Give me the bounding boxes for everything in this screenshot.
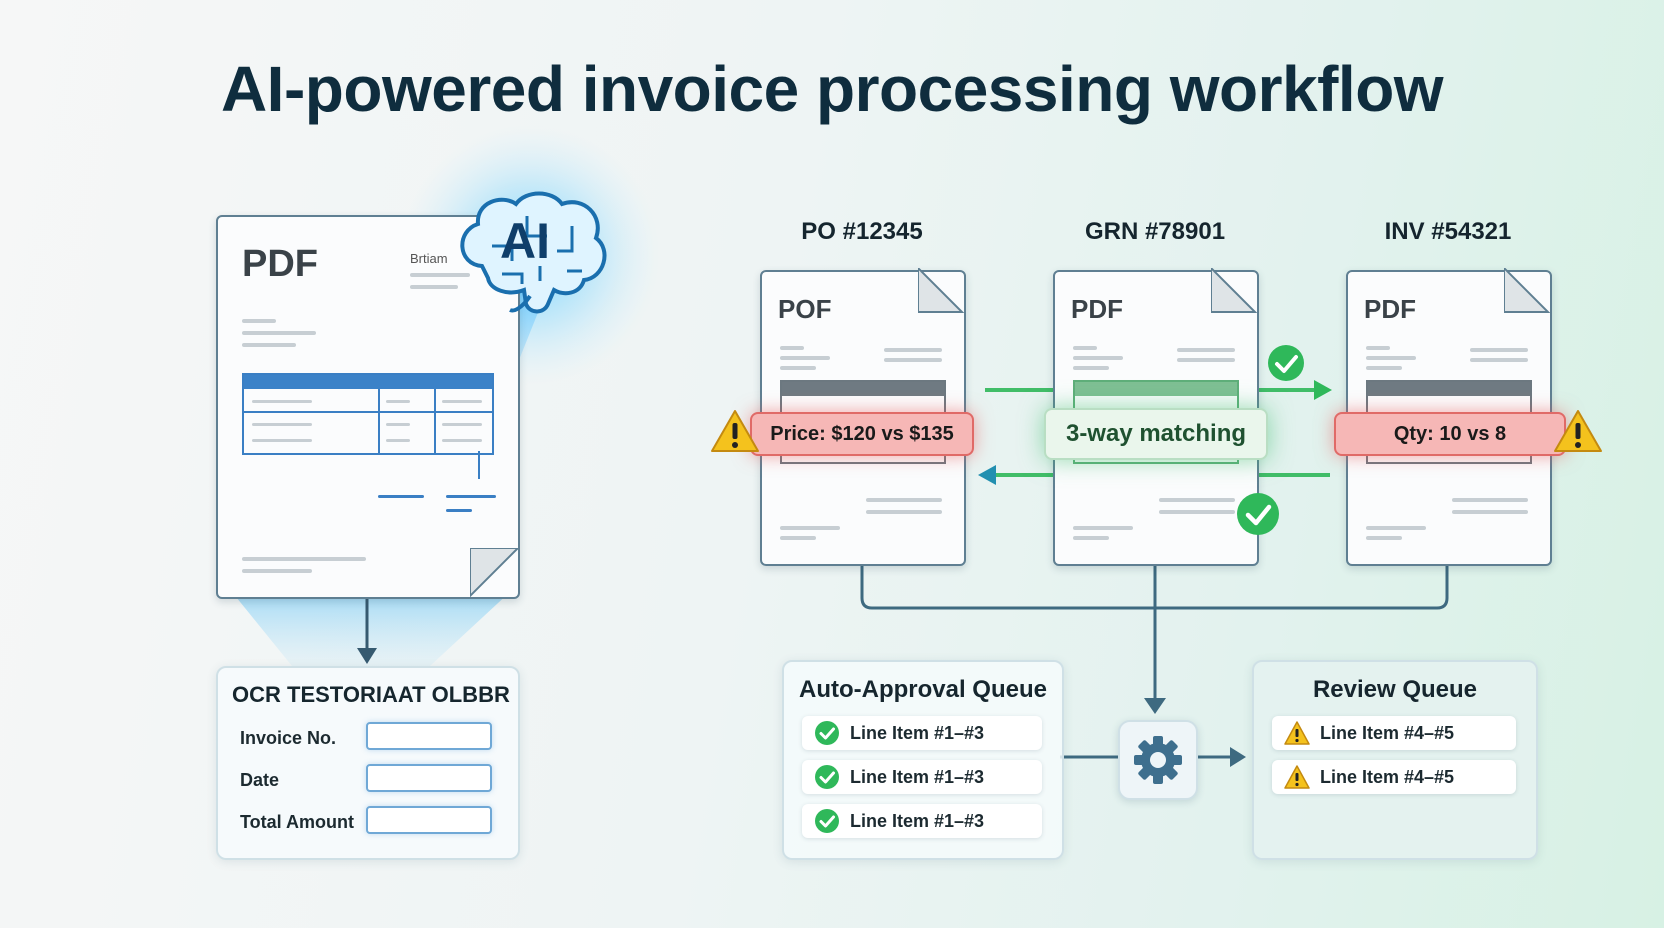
grn-header: GRN #78901: [1084, 218, 1226, 245]
review-queue-title: Review Queue: [1312, 676, 1478, 703]
ai-brain: AI: [452, 186, 612, 326]
check-icon: [814, 764, 840, 790]
processing-gear: [1118, 720, 1198, 800]
ocr-form-title: OCR TESTORIAAT OLBBR: [232, 682, 510, 707]
auto-approval-title: Auto-Approval Queue: [798, 676, 1047, 703]
list-item-label: Line Item #4–#5: [1320, 722, 1455, 743]
pdf-label: PDF: [1071, 294, 1123, 324]
ocr-beam: [232, 592, 510, 666]
list-item-label: Line Item #1–#3: [850, 810, 985, 831]
po-header: PO #12345: [801, 218, 923, 245]
list-item-label: Line Item #4–#5: [1320, 766, 1455, 787]
check-icon: [814, 808, 840, 834]
date-label: Date: [240, 770, 280, 790]
page-fold: [470, 548, 520, 598]
invoice-no-input[interactable]: [366, 722, 492, 750]
three-way-matching-badge: 3-way matching: [1044, 408, 1268, 460]
price-mismatch-badge: Price: $120 vs $135: [750, 412, 974, 456]
corner-text: Brtiam: [410, 251, 448, 266]
pdf-label: PDF: [242, 243, 318, 285]
page-fold: [1504, 268, 1550, 313]
list-item[interactable]: Line Item #1–#3: [802, 716, 1042, 750]
auto-approval-queue: Auto-Approval Queue Line Item #1–#3 Line…: [782, 660, 1064, 860]
ai-badge: AI: [500, 213, 550, 269]
list-item[interactable]: Line Item #4–#5: [1272, 760, 1516, 794]
ocr-form-panel: OCR TESTORIAAT OLBBR Invoice No. Date To…: [216, 666, 520, 860]
list-item-label: Line Item #1–#3: [850, 766, 985, 787]
page-title: AI-powered invoice processing workflow: [220, 53, 1444, 125]
list-item[interactable]: Line Item #1–#3: [802, 760, 1042, 794]
pdf-label: PDF: [1364, 294, 1416, 324]
brain-icon: [460, 191, 607, 314]
inv-header: INV #54321: [1384, 218, 1512, 245]
warning-icon: [1284, 764, 1310, 790]
warning-icon: [1284, 720, 1310, 746]
qty-mismatch-badge: Qty: 10 vs 8: [1334, 412, 1566, 456]
list-item[interactable]: Line Item #1–#3: [802, 804, 1042, 838]
page-fold: [1211, 268, 1257, 313]
page-fold: [918, 268, 964, 313]
invoice-no-label: Invoice No.: [240, 728, 337, 748]
gear-icon: [1134, 736, 1182, 784]
total-amount-label: Total Amount: [240, 812, 354, 832]
date-input[interactable]: [366, 764, 492, 792]
check-icon: [814, 720, 840, 746]
list-item-label: Line Item #1–#3: [850, 722, 985, 743]
list-item[interactable]: Line Item #4–#5: [1272, 716, 1516, 750]
warning-icon: [711, 410, 759, 452]
check-icon: [1237, 493, 1279, 535]
warning-icon: [1554, 410, 1602, 452]
invoice-table: [242, 373, 494, 455]
check-icon: [1268, 345, 1304, 381]
source-invoice-document: PDF Brtiam: [216, 215, 520, 599]
pdf-label: POF: [778, 294, 832, 324]
review-queue: Review Queue Line Item #4–#5 Line Item #…: [1252, 660, 1538, 860]
total-amount-input[interactable]: [366, 806, 492, 834]
